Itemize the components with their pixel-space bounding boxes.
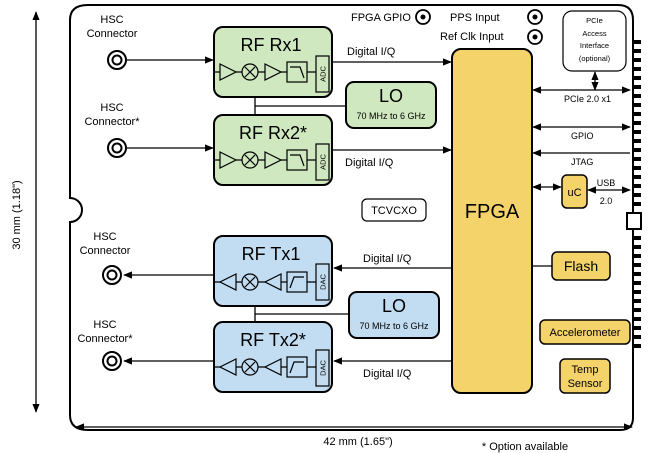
rf-rx1-block: RF Rx1 ADC [213,26,333,98]
lo-rx-title: LO [379,86,403,106]
rx2-digital-iq-label: Digital I/Q [345,157,394,169]
rf-tx2-dac-label: DAC [319,360,328,376]
accelerometer-label: Accelerometer [550,327,621,339]
usb-label-2: 2.0 [600,196,613,206]
pcie-access-label-2: Access [582,29,606,38]
hsc-connector-tx1: HSC Connector [80,231,131,285]
gpio-label: GPIO [571,131,594,141]
hsc-connector-rx1: HSC Connector [87,14,138,70]
edge-connector-fingers [633,40,641,348]
hsc-connector-tx2-label-2: Connector* [77,333,133,345]
option-footnote: * Option available [482,441,568,453]
hsc-connector-rx1-label-1: HSC [100,14,123,26]
jtag-label: JTAG [571,157,593,167]
pcie-access-label-4: (optional) [579,54,611,63]
height-dimension-label: 30 mm (1.18") [11,180,23,249]
tx2-digital-iq-label: Digital I/Q [363,368,412,380]
board-outline [69,4,634,431]
pcie-access-label-1: PCIe [586,16,603,25]
hsc-connector-tx1-label-2: Connector [80,245,131,257]
hsc-connector-tx2-label-1: HSC [93,319,116,331]
rf-rx2-title: RF Rx2* [239,123,307,143]
lo-rx-range: 70 MHz to 6 GHz [356,111,426,121]
rf-tx1-title: RF Tx1 [242,244,301,264]
tcvcxo-label: TCVCXO [371,205,417,217]
rf-tx2-title: RF Tx2* [240,330,306,350]
temp-sensor-label-2: Sensor [568,378,603,390]
edge-key-notch [626,212,642,230]
flash-label: Flash [564,258,598,274]
rf-tx2-block: RF Tx2* DAC [213,321,333,393]
usb-label-1: USB [597,178,616,188]
hsc-connector-tx1-label-1: HSC [93,231,116,243]
hsc-connector-rx2-label-1: HSC [100,102,123,114]
tcvcxo-box [361,198,427,222]
rf-rx1-adc-label: ADC [319,66,328,82]
hsc-connector-rx2-label-2: Connector* [84,116,140,128]
tx1-digital-iq-label: Digital I/Q [363,253,412,265]
lo-tx-title: LO [382,296,406,316]
lo-tx-range: 70 MHz to 6 GHz [359,321,429,331]
uc-label: uC [567,187,581,199]
flash-block [551,251,611,281]
rf-rx2-block: RF Rx2* ADC [213,114,333,186]
fpga-title: FPGA [465,201,520,223]
hsc-connector-tx2: HSC Connector* [77,319,133,371]
pps-input-label: PPS Input [450,12,500,24]
accelerometer-block [539,319,631,345]
ref-clk-connector-icon [527,29,543,45]
rf-tx1-block: RF Tx1 DAC [213,235,333,307]
lo-tx-block: LO 70 MHz to 6 GHz [348,291,440,339]
lo-rx-block: LO 70 MHz to 6 GHz [345,81,437,129]
rf-rx1-title: RF Rx1 [240,35,301,55]
pcie-access-interface-box [562,10,627,72]
fpga-gpio-connector-icon [415,9,431,25]
rf-tx1-dac-label: DAC [319,274,328,290]
width-dimension-label: 42 mm (1.65") [323,436,392,448]
pcie-link-label: PCIe 2.0 x1 [564,94,611,104]
pcie-access-label-3: Interface [580,41,609,50]
uc-block [561,174,588,209]
pps-input-connector-icon [527,9,543,25]
rx1-digital-iq-label: Digital I/Q [347,46,396,58]
fpga-block [451,48,533,394]
hsc-connector-rx1-label-2: Connector [87,28,138,40]
hsc-connector-rx2: HSC Connector* [84,102,140,158]
ref-clk-input-label: Ref Clk Input [440,31,504,43]
rf-rx2-adc-label: ADC [319,154,328,170]
fpga-gpio-label: FPGA GPIO [351,12,411,24]
temp-sensor-block [559,358,611,394]
temp-sensor-label-1: Temp [572,364,599,376]
